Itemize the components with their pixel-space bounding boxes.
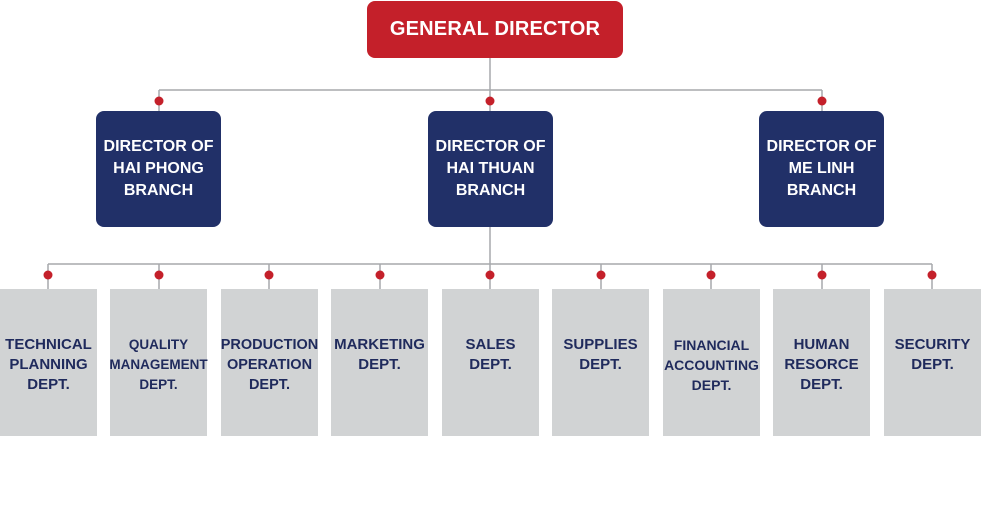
- dept-supplies: SUPPLIES DEPT.: [552, 289, 649, 436]
- connector-dot: [817, 96, 827, 106]
- connector-dot: [264, 270, 274, 280]
- director-hai-thuan-box: DIRECTOR OF HAI THUAN BRANCH: [428, 111, 553, 227]
- dept-label: FINANCIAL ACCOUNTING DEPT.: [664, 337, 759, 393]
- director-label: DIRECTOR OF HAI PHONG BRANCH: [103, 138, 214, 199]
- connector-dot: [706, 270, 716, 280]
- dept-sales: SALES DEPT.: [442, 289, 539, 436]
- dept-label: TECHNICAL PLANNING DEPT.: [5, 336, 92, 393]
- dept-security: SECURITY DEPT.: [884, 289, 981, 436]
- dept-human-resorce: HUMAN RESORCE DEPT.: [773, 289, 870, 436]
- dept-label: SALES DEPT.: [465, 336, 516, 373]
- dept-production-operation: PRODUCTION OPERATION DEPT.: [221, 289, 318, 436]
- director-label: DIRECTOR OF ME LINH BRANCH: [766, 138, 877, 199]
- dept-quality-management: QUALITY MANAGEMENT DEPT.: [109, 289, 208, 436]
- director-me-linh-box: DIRECTOR OF ME LINH BRANCH: [759, 111, 884, 227]
- dept-label: QUALITY MANAGEMENT DEPT.: [109, 337, 208, 392]
- dept-label: SECURITY DEPT.: [894, 336, 971, 373]
- connector-dot: [485, 270, 495, 280]
- dept-label: PRODUCTION OPERATION DEPT.: [220, 337, 319, 393]
- dept-label: MARKETING DEPT.: [334, 336, 425, 373]
- general-director-box: GENERAL DIRECTOR: [367, 1, 623, 58]
- dept-technical-planning: TECHNICAL PLANNING DEPT.: [0, 289, 97, 436]
- connector-dot: [375, 270, 385, 280]
- connector-dot: [596, 270, 606, 280]
- connector-dot: [154, 270, 164, 280]
- dept-financial-accounting: FINANCIAL ACCOUNTING DEPT.: [663, 289, 760, 436]
- dept-marketing: MARKETING DEPT.: [331, 289, 428, 436]
- connector-dot: [927, 270, 937, 280]
- connector-dot: [485, 96, 495, 106]
- dept-label: HUMAN RESORCE DEPT.: [784, 336, 859, 393]
- general-director-label: GENERAL DIRECTOR: [389, 18, 601, 40]
- connector-dot: [817, 270, 827, 280]
- dept-label: SUPPLIES DEPT.: [563, 336, 638, 373]
- director-hai-phong-box: DIRECTOR OF HAI PHONG BRANCH: [96, 111, 221, 227]
- director-label: DIRECTOR OF HAI THUAN BRANCH: [435, 138, 546, 199]
- connector-dot: [43, 270, 53, 280]
- connector-dot: [154, 96, 164, 106]
